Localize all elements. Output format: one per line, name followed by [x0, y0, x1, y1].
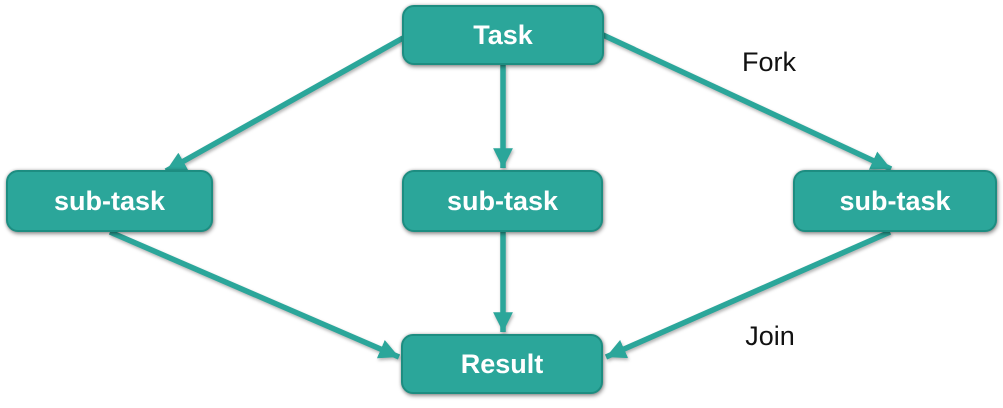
edge-subtask-left-to-result [108, 229, 401, 360]
node-task: Task [402, 5, 604, 65]
node-result: Result [401, 334, 603, 394]
edge-task-to-subtask-left [164, 35, 405, 174]
fork-edge-label: Fork [742, 47, 796, 77]
edge-subtask-right-to-result [604, 229, 892, 360]
join-edge-label: Join [745, 321, 795, 351]
node-subtask-middle: sub-task [402, 170, 603, 232]
node-subtask-right: sub-task [793, 170, 997, 232]
node-subtask-left: sub-task [6, 170, 213, 232]
edge-task-to-subtask-right [601, 32, 893, 172]
